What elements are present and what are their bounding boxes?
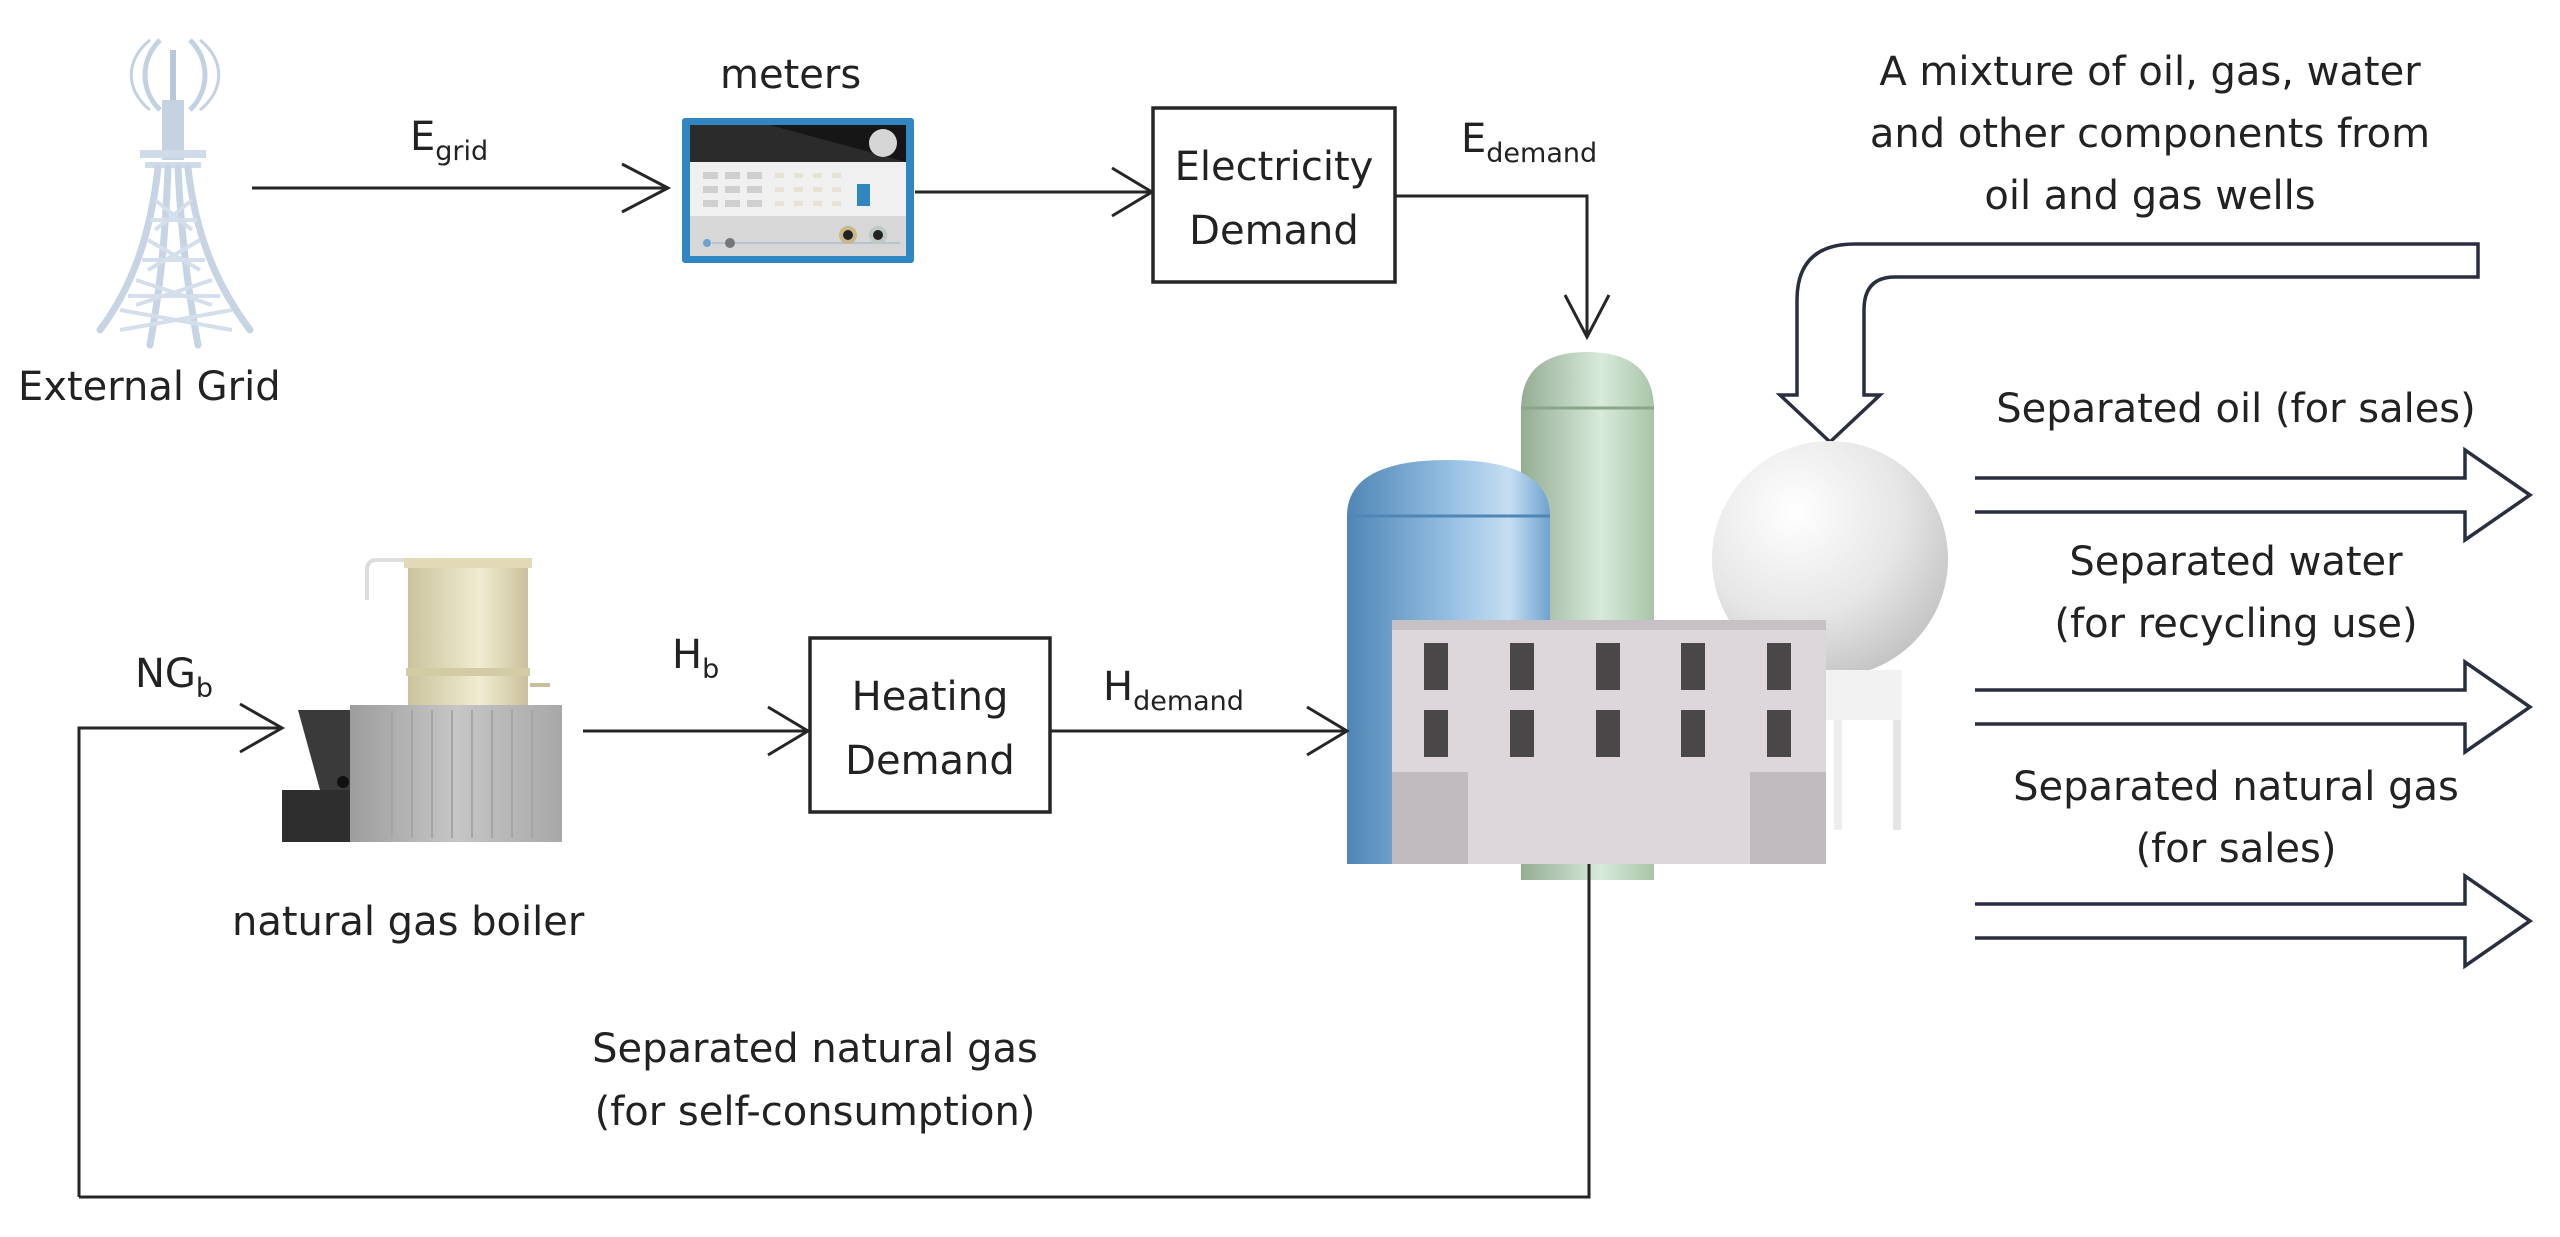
separated-oil-outflow-arrow (1975, 446, 2534, 544)
plant-window (1596, 643, 1620, 690)
transmission-tower-icon (96, 38, 254, 349)
flow-h-b (583, 705, 811, 757)
svg-text:(for self-consumption): (for self-consumption) (595, 1089, 1036, 1135)
flow-h-demand (1050, 705, 1350, 757)
plant-windows (1424, 643, 1791, 757)
svg-text:A mixture of oil, gas, water: A mixture of oil, gas, water (1879, 49, 2421, 95)
separated-water-label: Separated water (2069, 539, 2403, 585)
separated-oil-label: Separated oil (for sales) (1996, 386, 2476, 432)
plant-window (1681, 710, 1705, 757)
power-meter-icon (682, 118, 914, 263)
heating-demand-line2: Demand (845, 738, 1015, 784)
h-b-label: Hb (672, 632, 719, 685)
separated-natural-gas-label: (for sales) (2136, 826, 2337, 872)
oil-gas-separation-plant-icon (1347, 352, 1948, 880)
separated-water-outflow-arrow (1975, 658, 2534, 756)
h-demand-label: Hdemand (1103, 664, 1244, 717)
flow-e-demand (1395, 194, 1611, 341)
plant-window (1681, 643, 1705, 690)
flow-meters-to-electricity-demand (915, 166, 1155, 218)
self-consumption-label: Separated natural gas (for self-consumpt… (592, 1026, 1038, 1135)
svg-text:and other components from: and other components from (1870, 111, 2430, 157)
ng-b-label: NGb (135, 651, 213, 704)
heating-demand-box: Heating Demand (808, 636, 1052, 814)
plant-window (1767, 643, 1791, 690)
plant-window (1424, 710, 1448, 757)
plant-window (1510, 710, 1534, 757)
electricity-demand-box: Electricity Demand (1151, 106, 1397, 284)
plant-window (1510, 643, 1534, 690)
plant-window (1767, 710, 1791, 757)
well-mixture-label: A mixture of oil, gas, water and other c… (1870, 49, 2430, 219)
electricity-demand-line2: Demand (1189, 208, 1359, 254)
well-mixture-inflow-arrow (1775, 242, 2480, 445)
boiler-icon (282, 558, 562, 842)
plant-window (1596, 710, 1620, 757)
flow-ng-b (77, 702, 286, 1197)
heating-demand-line1: Heating (852, 674, 1009, 720)
plant-window (1424, 643, 1448, 690)
flow-e-grid (252, 162, 672, 214)
svg-text:oil and gas wells: oil and gas wells (1984, 173, 2315, 219)
e-grid-label: Egrid (410, 114, 488, 167)
meters-label: meters (720, 52, 861, 98)
external-grid-label: External Grid (18, 364, 281, 410)
separated-natural-gas-label: Separated natural gas (2013, 764, 2459, 810)
separated-natural-gas-outflow-arrow (1975, 872, 2534, 970)
boiler-label: natural gas boiler (232, 899, 585, 945)
separation-outputs: Separated oil (for sales) Separated water… (1975, 386, 2534, 970)
electricity-demand-line1: Electricity (1175, 144, 1374, 190)
svg-text:Separated natural gas: Separated natural gas (592, 1026, 1038, 1072)
self-consumption-loop-line (79, 864, 1591, 1199)
e-demand-label: Edemand (1461, 116, 1597, 169)
separated-water-label: (for recycling use) (2054, 601, 2417, 647)
